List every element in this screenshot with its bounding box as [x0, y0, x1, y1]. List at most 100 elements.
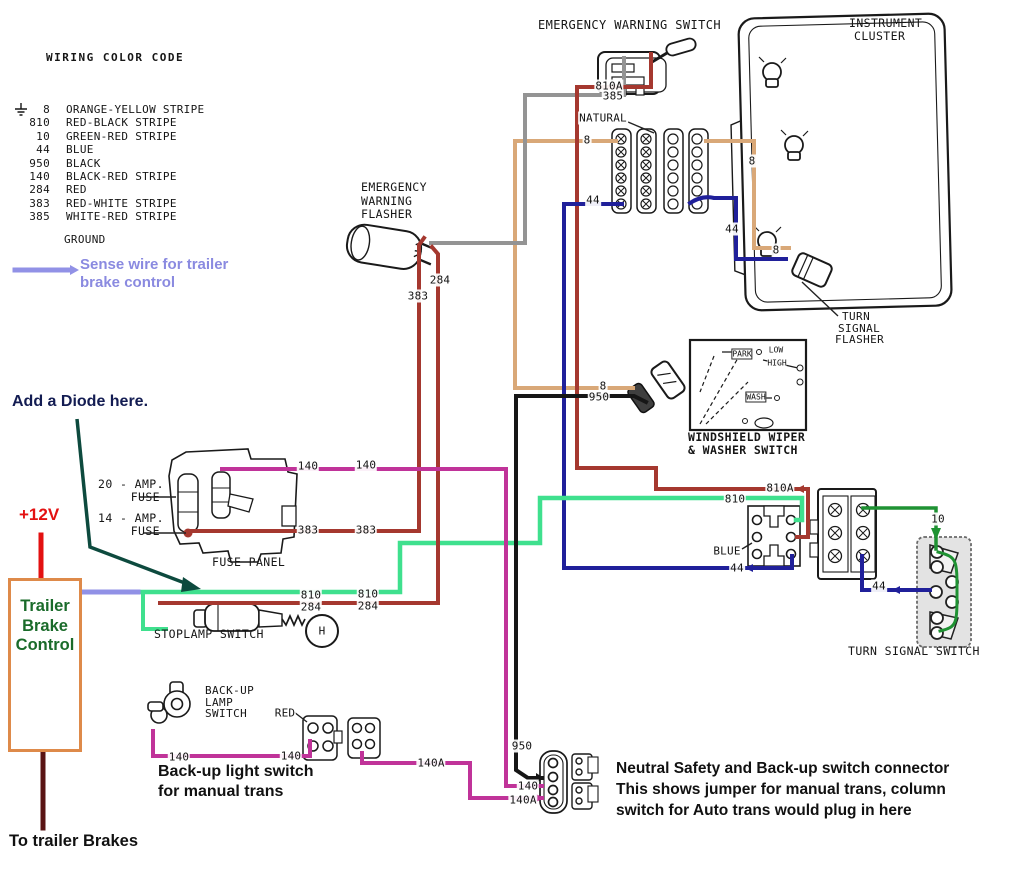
- backup-lamp-switch-icon: [147, 681, 191, 724]
- fuse-panel-icon: [168, 448, 298, 563]
- jumper-connector-icon: [571, 753, 599, 810]
- diode-arrowhead: [181, 577, 201, 592]
- wire-label-383: 383: [406, 289, 430, 303]
- wire-label-low: LOW: [768, 345, 784, 355]
- fuse-panel-label: FUSE PANEL: [212, 555, 286, 569]
- wire-label-8: 8: [747, 154, 757, 168]
- wire-810-green: [134, 495, 805, 595]
- emergency-warning-flasher-label: EMERGENCY WARNING FLASHER: [361, 180, 427, 221]
- neutral-safety-note: Neutral Safety and Back-up switch connec…: [616, 760, 950, 819]
- trailer-box-line: Trailer: [20, 597, 70, 615]
- fuse-20amp-icon: [177, 473, 199, 538]
- wire-label-park: PARK: [731, 348, 753, 360]
- wire-label-140: 140: [279, 749, 303, 763]
- plus-12v-label: +12V: [19, 505, 60, 524]
- wire-label-284: 284: [356, 599, 380, 613]
- leader-turn-signal-flasher: [801, 281, 839, 317]
- wire-385-gray: [429, 56, 626, 245]
- wire-label-140a: 140A: [508, 793, 538, 807]
- wire-label-810: 810: [723, 492, 747, 506]
- arrowhead: [745, 564, 753, 572]
- wire-810a-red: [575, 52, 810, 539]
- wire-label-44: 44: [724, 222, 740, 236]
- wire-label-383: 383: [296, 523, 320, 537]
- wire-44-blue-right: [687, 195, 788, 261]
- backup-lamp-switch-label: BACK-UP LAMP SWITCH: [205, 684, 255, 720]
- wire-label-810: 810: [356, 587, 380, 601]
- wire-label-44: 44: [585, 193, 601, 207]
- wire-label-140: 140: [516, 779, 540, 793]
- wire-label-8: 8: [771, 243, 781, 257]
- windshield-wiper-switch-label: WINDSHIELD WIPER & WASHER SWITCH: [688, 430, 806, 457]
- turn-signal-flasher-label: TURN SIGNAL FLASHER: [835, 310, 885, 346]
- leader-natural: [627, 121, 655, 134]
- emergency-warning-switch-label: EMERGENCY WARNING SWITCH: [538, 18, 721, 32]
- wire-label-810a: 810A: [594, 79, 624, 93]
- wire-label-284: 284: [428, 273, 452, 287]
- diode-arrow: [75, 418, 191, 587]
- trailer-box-line: Brake: [22, 616, 68, 635]
- arrows-and-leaders: [70, 121, 941, 802]
- fuse-14amp-icon: [211, 471, 254, 519]
- wire-label-810: 810: [299, 588, 323, 602]
- turn-signal-switch-icon: [916, 536, 972, 648]
- wire-label-8: 8: [582, 133, 592, 147]
- instrument-cluster-label: INSTRUMENT CLUSTER: [849, 16, 923, 43]
- wire-8-tan: [513, 139, 791, 390]
- wire-label-natural: NATURAL: [578, 111, 628, 125]
- backup-switch-connectors: [302, 715, 381, 761]
- arrowhead: [70, 265, 79, 275]
- wire-label-high: HIGH: [767, 358, 787, 368]
- legend-ground-label: GROUND: [64, 232, 106, 246]
- wire-284-red: [158, 244, 440, 605]
- bulb-icon: [753, 225, 782, 257]
- wire-label-140a: 140A: [416, 756, 446, 770]
- wire-950-black: [514, 394, 649, 780]
- wire-label-810a: 810A: [765, 481, 795, 495]
- wire-label-385: 385: [601, 89, 625, 103]
- wire-10-green-internal: [936, 550, 959, 633]
- wire-label-383: 383: [354, 523, 378, 537]
- wire-label-wash: WASH: [745, 391, 767, 403]
- wire-label-284: 284: [299, 600, 323, 614]
- wiper-plug-icon: [627, 360, 686, 414]
- cluster-bulb-icons: [753, 56, 809, 257]
- wire-44-blue-switch: [860, 554, 932, 592]
- six-pin-connector-icon: [809, 488, 877, 580]
- trailer-brake-control-box: Trailer Brake Control: [8, 578, 82, 752]
- wire-label-140: 140: [296, 459, 320, 473]
- wire-label-950: 950: [510, 739, 534, 753]
- emergency-warning-flasher-icon: [345, 223, 434, 270]
- wire-810-green-stoplamp: [141, 590, 168, 631]
- arrowhead: [536, 794, 544, 802]
- wire-label-8: 8: [598, 379, 608, 393]
- wire-label-44: 44: [729, 561, 745, 575]
- wire-140a-magenta: [360, 751, 544, 800]
- wire-label-140: 140: [167, 750, 191, 764]
- wire-label-blue: BLUE: [712, 544, 742, 558]
- instrument-cluster-outline: [730, 12, 953, 312]
- stoplamp-switch-label: STOPLAMP SWITCH: [154, 627, 264, 641]
- legend-title: WIRING COLOR CODE: [46, 51, 185, 64]
- wire-label-950: 950: [587, 390, 611, 404]
- arrowhead: [892, 586, 900, 594]
- bulb-icon: [780, 129, 809, 161]
- wire-label-140: 140: [354, 458, 378, 472]
- leader-blue: [741, 542, 753, 550]
- wire-label-red: RED: [273, 706, 297, 720]
- wire-140-magenta-backup: [151, 729, 312, 758]
- fuse-20amp-label: 20 - AMP.FUSE: [98, 477, 164, 504]
- to-trailer-brakes-note: To trailer Brakes: [9, 832, 139, 850]
- neutral-safety-connector-icon: [539, 750, 599, 814]
